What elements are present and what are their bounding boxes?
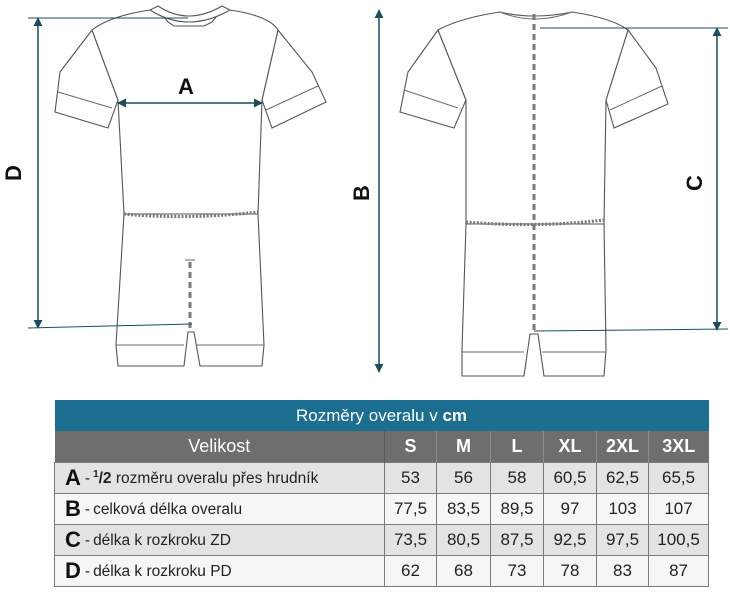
d-bottom-reference xyxy=(27,323,193,329)
table-title-unit: cm xyxy=(442,405,468,425)
c-bottom-reference xyxy=(533,328,729,332)
row-c-letter: C xyxy=(65,527,81,552)
row-b-value-m: 83,5 xyxy=(436,493,491,525)
size-header-l: L xyxy=(490,431,544,463)
table-header-row: Velikost S M L XL 2XL 3XL xyxy=(54,431,709,463)
row-d-value-s: 62 xyxy=(384,555,437,587)
row-c-dash: - xyxy=(84,532,91,549)
row-d-label: D-délka k rozkroku PD xyxy=(54,555,385,587)
front-waist-elastic xyxy=(123,210,259,219)
label-a: A xyxy=(178,74,194,99)
size-header: Velikost xyxy=(54,431,385,463)
size-table: Rozměry overalu v cm Velikost S M L XL 2… xyxy=(54,400,710,587)
size-header-2xl: 2XL xyxy=(596,431,649,463)
row-c-value-l: 87,5 xyxy=(490,524,544,556)
front-torso xyxy=(91,9,279,215)
row-a-value-l: 58 xyxy=(490,462,544,494)
back-view-garment xyxy=(399,11,669,377)
table-row: A-1/2 rozměru overalu přes hrudník 53 56… xyxy=(54,462,710,494)
row-c-value-m: 80,5 xyxy=(436,524,491,556)
row-d-description: délka k rozkroku PD xyxy=(93,563,232,580)
row-a-value-s: 53 xyxy=(384,462,437,494)
row-b-dash: - xyxy=(84,501,91,518)
overall-diagram: A D B C xyxy=(1,5,729,377)
row-a-value-xl: 60,5 xyxy=(543,462,597,494)
label-c: C xyxy=(682,175,707,191)
row-a-letter: A xyxy=(65,465,81,490)
row-d-value-2xl: 83 xyxy=(596,555,649,587)
row-c-value-s: 73,5 xyxy=(384,524,437,556)
row-a-value-2xl: 62,5 xyxy=(596,462,649,494)
row-c-description: délka k rozkroku ZD xyxy=(93,532,231,549)
front-view-garment xyxy=(54,5,327,367)
row-b-value-xl: 97 xyxy=(543,493,597,525)
row-b-value-2xl: 103 xyxy=(596,493,649,525)
row-a-description: rozměru overalu přes hrudník xyxy=(115,470,319,487)
row-a-dash: - xyxy=(84,470,91,487)
table-row: B-celková délka overalu 77,5 83,5 89,5 9… xyxy=(54,493,710,525)
table-title: Rozměry overalu v cm xyxy=(54,400,709,431)
table-row: C-délka k rozkroku ZD 73,5 80,5 87,5 92,… xyxy=(54,524,710,556)
label-b: B xyxy=(349,185,374,201)
back-shorts xyxy=(461,223,607,377)
row-c-value-3xl: 100,5 xyxy=(647,524,710,556)
row-a-value-3xl: 65,5 xyxy=(647,462,710,494)
row-d-value-xl: 78 xyxy=(543,555,597,587)
row-c-label: C-délka k rozkroku ZD xyxy=(54,524,385,556)
label-d: D xyxy=(1,165,26,181)
row-a-label: A-1/2 rozměru overalu přes hrudník xyxy=(54,462,385,494)
row-c-value-2xl: 97,5 xyxy=(596,524,649,556)
table-title-text: Rozměry overalu v xyxy=(296,405,438,425)
row-d-value-m: 68 xyxy=(436,555,491,587)
table-row: D-délka k rozkroku PD 62 68 73 78 83 87 xyxy=(54,555,710,587)
row-b-value-s: 77,5 xyxy=(384,493,437,525)
row-a-fraction: 1/2 xyxy=(93,469,112,487)
row-b-value-l: 89,5 xyxy=(490,493,544,525)
row-b-label: B-celková délka overalu xyxy=(54,493,385,525)
row-d-dash: - xyxy=(84,563,91,580)
row-b-value-3xl: 107 xyxy=(647,493,710,525)
table-title-row: Rozměry overalu v cm xyxy=(54,400,709,431)
row-d-value-l: 73 xyxy=(490,555,544,587)
size-header-3xl: 3XL xyxy=(647,431,709,463)
size-header-s: S xyxy=(384,431,437,463)
row-b-description: celková délka overalu xyxy=(93,501,243,518)
row-c-value-xl: 92,5 xyxy=(543,524,597,556)
size-header-m: M xyxy=(436,431,491,463)
row-d-value-3xl: 87 xyxy=(647,555,710,587)
row-a-value-m: 56 xyxy=(436,462,491,494)
row-d-letter: D xyxy=(65,558,81,583)
row-b-letter: B xyxy=(65,496,81,521)
size-header-xl: XL xyxy=(543,431,597,463)
front-shorts xyxy=(115,213,265,367)
